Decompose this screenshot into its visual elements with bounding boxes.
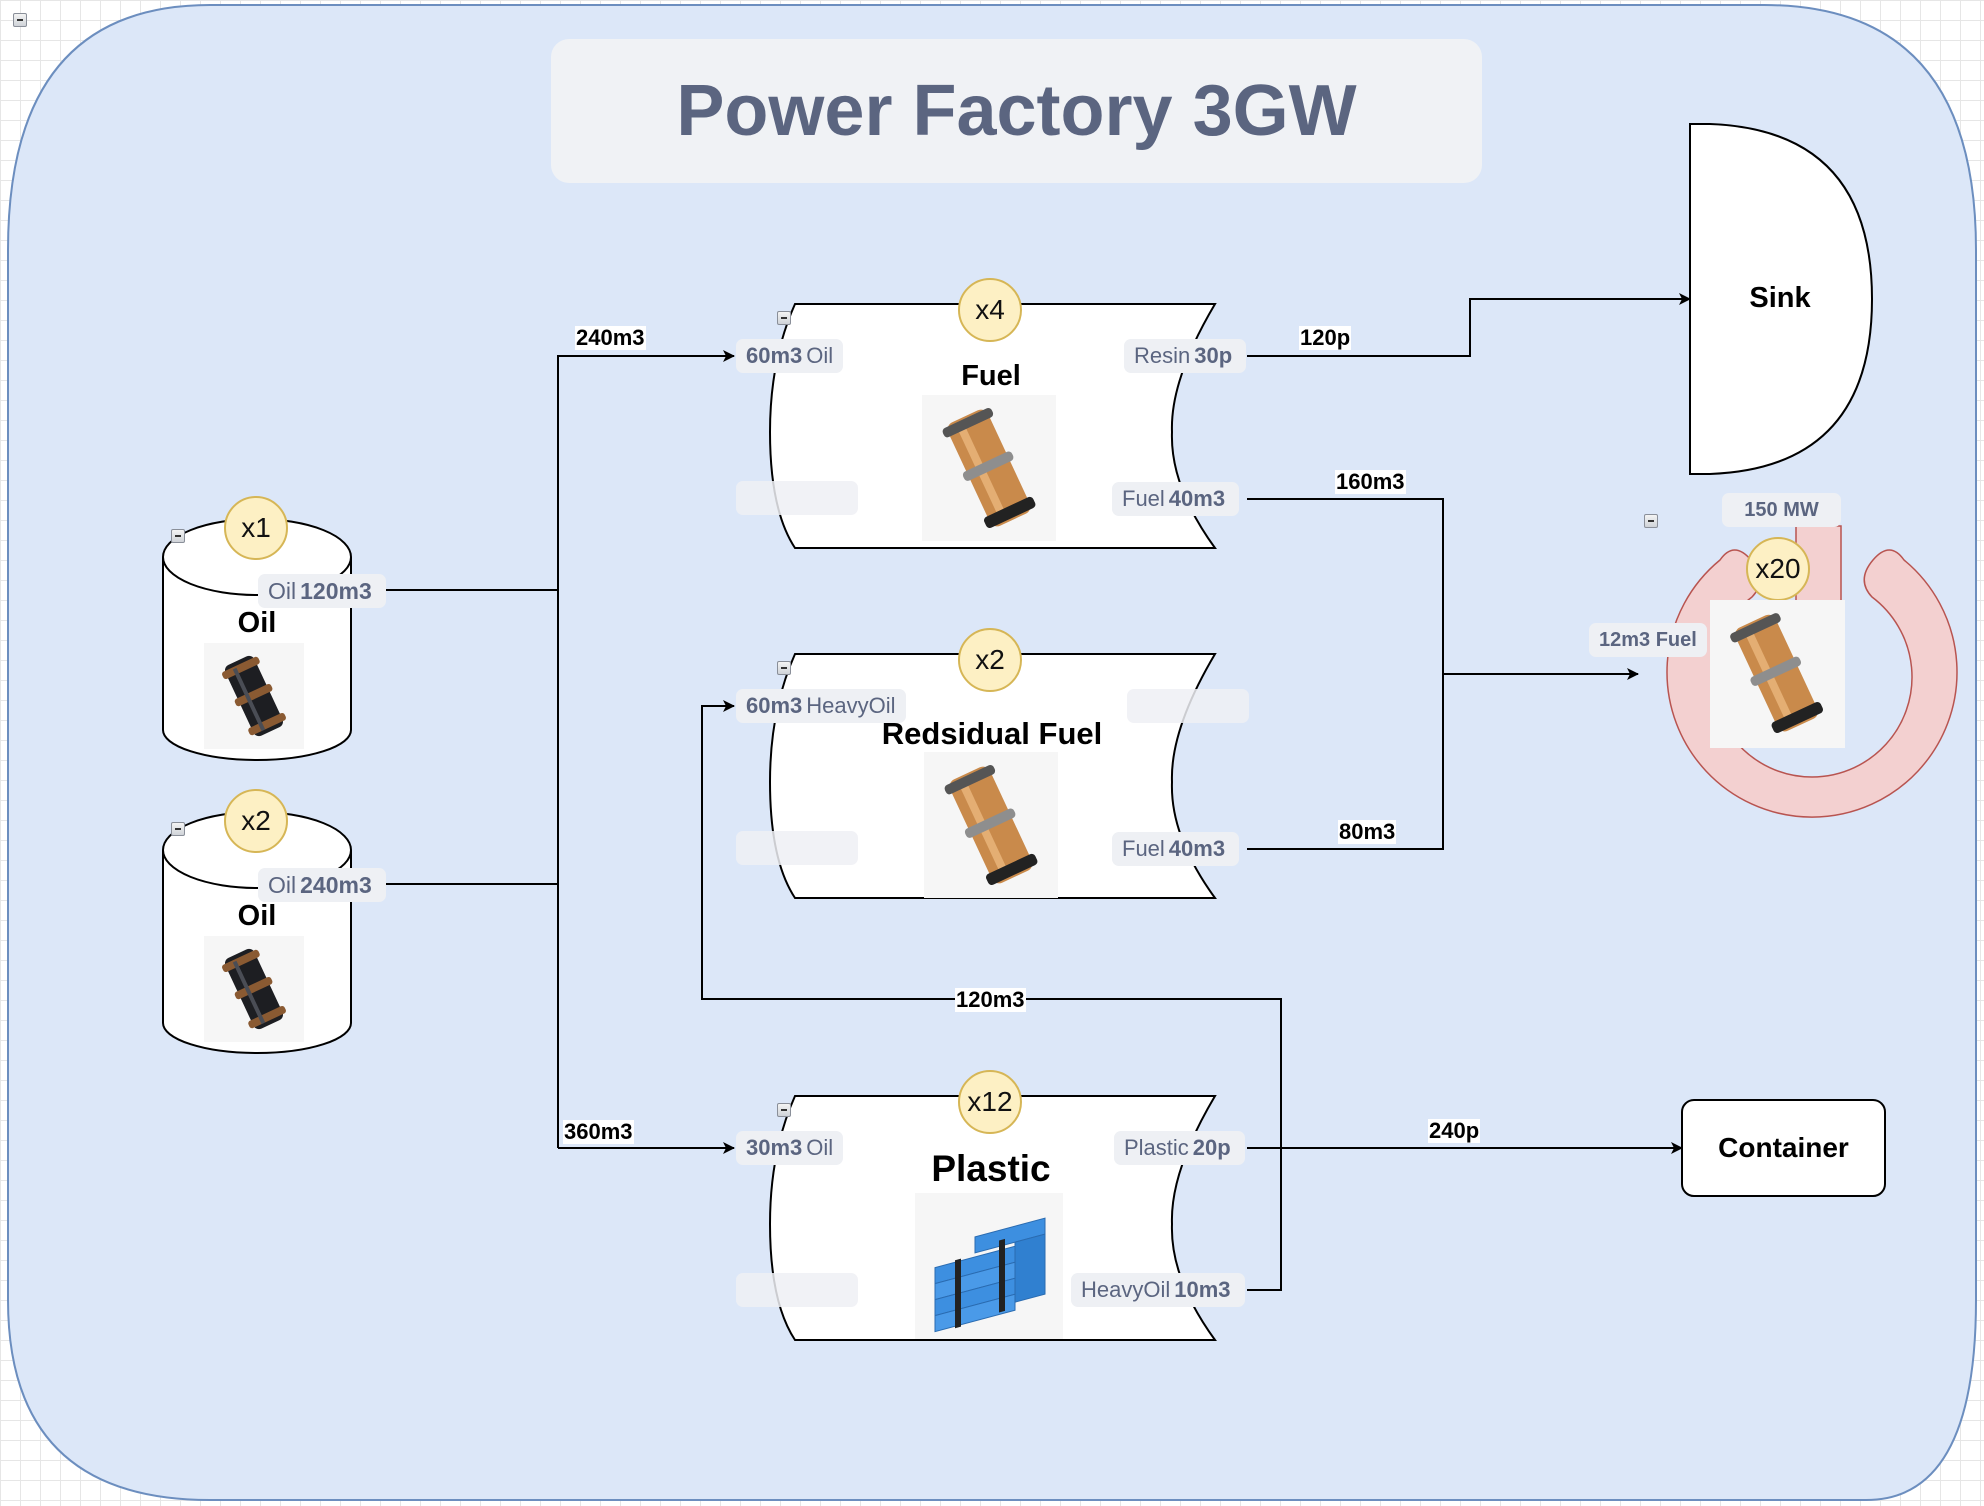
power-output: 150 MW [1744,498,1819,521]
fuel-canister-icon [922,395,1056,541]
refinery-label: Plastic [931,1148,1051,1189]
edge-label: 240p [1428,1118,1481,1143]
sink-shape[interactable] [1689,123,1874,475]
port-item: Oil [806,343,834,368]
collapse-toggle-residual[interactable] [777,661,791,675]
sink-label: Sink [1749,282,1811,314]
edge-label: 240m3 [575,325,646,350]
port-amount: 60m3 [746,343,803,368]
page-title: Power Factory 3GW [551,39,1482,183]
collapse-toggle-plastic[interactable] [777,1103,791,1117]
collapse-toggle-extractor-2[interactable] [171,822,185,836]
edge-residual-generator[interactable] [1247,674,1444,850]
plastic-stack-icon [915,1193,1063,1339]
multiplier-badge: x1 [224,496,288,560]
multiplier-text: x12 [967,1086,1013,1117]
input-port-empty [736,831,858,865]
port-amount: 20p [1192,1135,1231,1160]
edge-bus-fuel[interactable] [557,350,735,1148]
multiplier-text: x20 [1755,553,1801,584]
port-item: Plastic [1124,1135,1189,1160]
edge-fuel-generator[interactable] [1247,498,1639,680]
edge-label: 120m3 [955,987,1026,1012]
multiplier-badge: x2 [958,628,1022,692]
collapse-toggle-group[interactable] [13,13,27,27]
refinery-label: Fuel [961,360,1021,392]
port-amount: 40m3 [1168,486,1226,511]
fuel-canister-icon [1710,600,1845,748]
port-item: Fuel [1122,486,1165,511]
multiplier-text: x1 [241,512,271,543]
port-amount: 12m3 [1599,628,1651,651]
collapse-toggle-extractor-1[interactable] [171,529,185,543]
extractor-label: Oil [237,607,277,639]
port-item: Fuel [1122,836,1165,861]
multiplier-badge: x2 [224,789,288,853]
oil-barrel-icon [204,643,304,749]
port-item: Oil [268,871,297,898]
port-amount: 30m3 [746,1135,803,1160]
input-port: 12m3 Fuel [1589,623,1707,657]
port-amount: 60m3 [746,693,803,718]
multiplier-badge: x12 [958,1070,1022,1134]
edge-label: 160m3 [1335,469,1406,494]
port-item: Oil [806,1135,834,1160]
port-item: Fuel [1655,628,1697,651]
page-title-text: Power Factory 3GW [676,71,1357,151]
edge-label: 80m3 [1338,819,1397,844]
port-item: HeavyOil [1081,1277,1171,1302]
port-item: HeavyOil [806,693,896,718]
input-port-empty [736,481,858,515]
multiplier-badge: x20 [1746,537,1810,601]
power-output-port: 150 MW [1722,493,1841,527]
multiplier-badge: x4 [958,278,1022,342]
container-label: Container [1718,1132,1849,1163]
port-item: Resin [1134,343,1191,368]
multiplier-text: x2 [241,805,271,836]
extractor-label: Oil [237,900,277,932]
port-amount: 40m3 [1168,836,1226,861]
edge-label: 360m3 [563,1119,634,1144]
collapse-toggle-generator[interactable] [1644,514,1658,528]
output-port-empty [1127,689,1249,723]
multiplier-text: x4 [975,294,1005,325]
input-port-empty [736,1273,858,1307]
refinery-label: Redsidual Fuel [881,716,1103,751]
fuel-canister-icon [924,752,1058,898]
edge-fuel-sink[interactable] [1247,293,1691,357]
collapse-toggle-fuel[interactable] [777,311,791,325]
edge-label: 120p [1299,325,1352,350]
port-amount: 10m3 [1174,1277,1231,1302]
port-amount: 30p [1194,343,1233,368]
multiplier-text: x2 [975,644,1005,675]
port-item: Oil [268,577,297,604]
oil-barrel-icon [204,936,304,1042]
port-amount: 240m3 [300,871,372,898]
port-amount: 120m3 [300,577,372,604]
